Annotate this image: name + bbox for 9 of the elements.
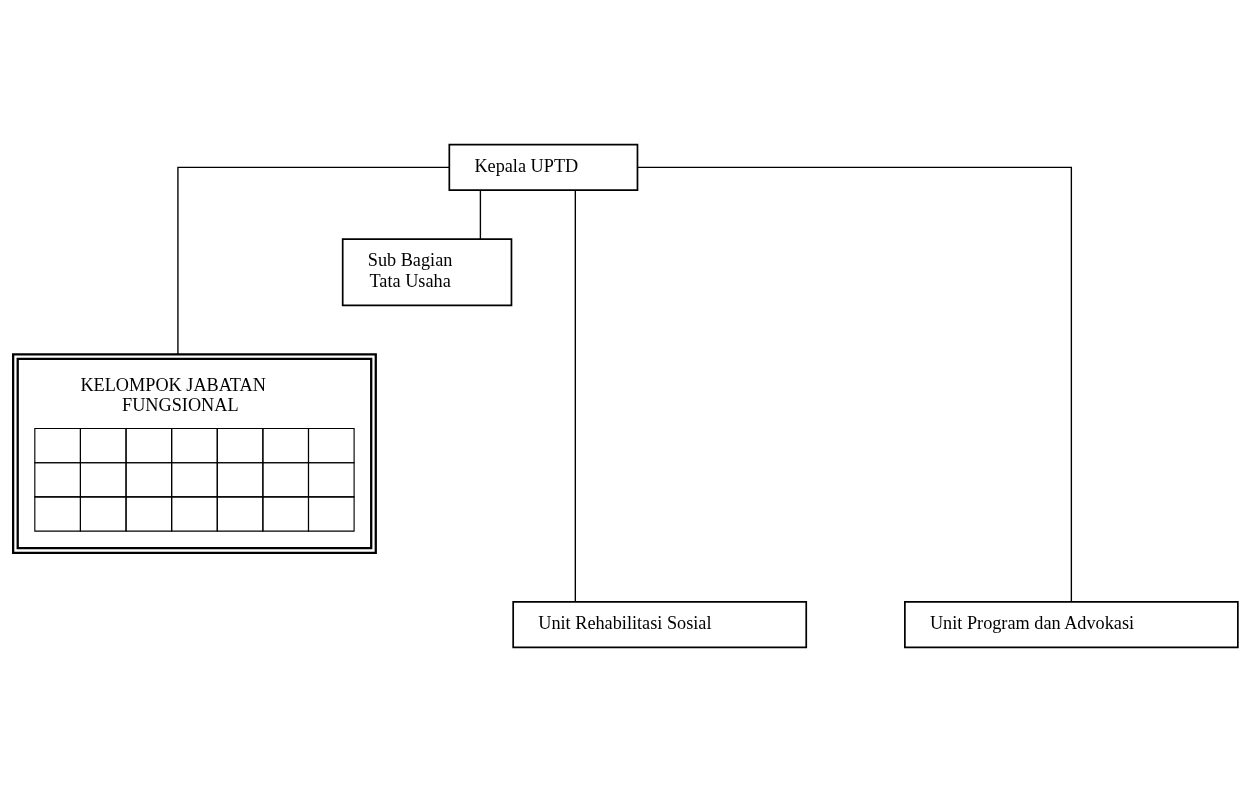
node-box: Unit Program dan Advokasi (904, 600, 1239, 649)
connector (636, 166, 1073, 603)
connector (177, 166, 450, 355)
connector (574, 189, 576, 602)
connector (479, 189, 482, 240)
node-box: Kepala UPTD (448, 143, 639, 192)
node-box: KELOMPOK JABATAN FUNGSIONAL (12, 353, 377, 554)
node-box: Unit Rehabilitasi Sosial (512, 600, 808, 649)
node-box: Sub Bagian Tata Usaha (341, 238, 513, 307)
